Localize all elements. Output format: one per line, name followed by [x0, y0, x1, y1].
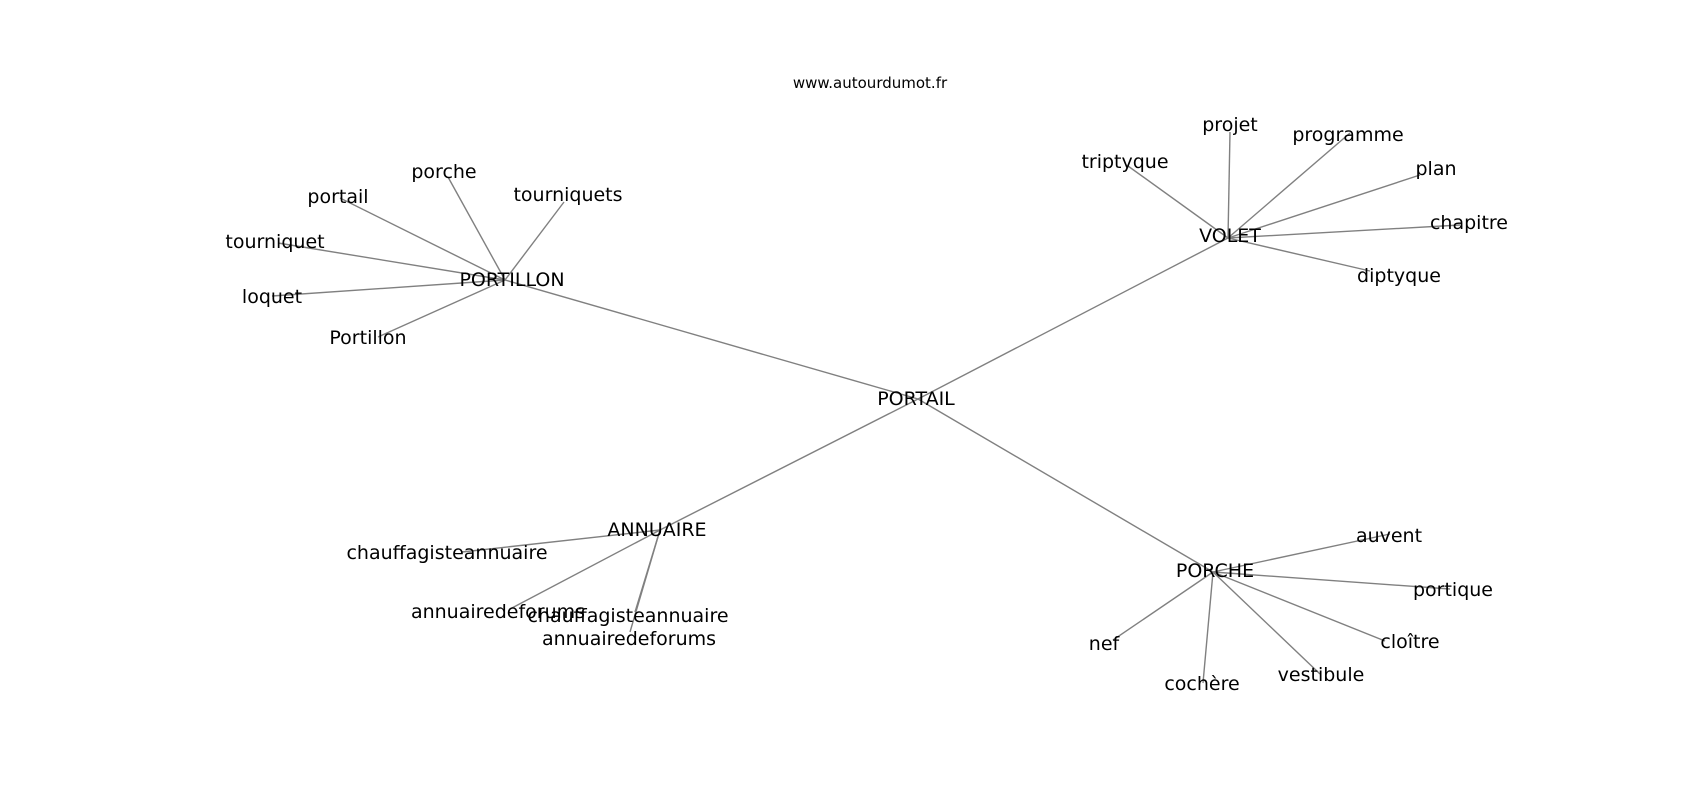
node-volet: VOLET [1199, 225, 1261, 247]
node-porche-portique: portique [1413, 579, 1493, 601]
node-porche-cochere: cochère [1164, 673, 1239, 695]
node-volet-chapitre: chapitre [1430, 212, 1508, 234]
edge-portail-porche [917, 398, 1214, 573]
edge-portillon-tourniquet [277, 242, 506, 281]
edge-volet-plan [1227, 174, 1421, 239]
edge-annuaire-chauffagiste-1 [461, 529, 661, 553]
node-porche-auvent: auvent [1356, 525, 1422, 547]
edge-portail-annuaire [659, 398, 919, 531]
node-annuaire-chauffagiste-2: chauffagisteannuaire [527, 605, 728, 627]
edge-porche-cochere [1202, 571, 1214, 684]
edge-portillon-tourniquets [504, 201, 565, 281]
edge-volet-programme [1227, 132, 1351, 239]
node-volet-plan: plan [1415, 158, 1456, 180]
edge-portillon-porche [447, 176, 506, 281]
edge-porche-auvent [1212, 533, 1391, 573]
node-annuaire: ANNUAIRE [607, 519, 706, 541]
node-annuaire-forums-1: annuairedeforums [411, 601, 585, 623]
edge-volet-projet [1227, 131, 1231, 239]
edge-portail-volet [917, 237, 1229, 400]
node-portillon-porche: porche [411, 161, 476, 183]
node-portillon-portail: portail [307, 186, 368, 208]
node-volet-triptyque: triptyque [1081, 151, 1168, 173]
edge-annuaire-forums-1 [509, 529, 661, 610]
node-volet-projet: projet [1202, 114, 1258, 136]
edge-porche-cloitre [1212, 571, 1386, 642]
node-portail: PORTAIL [877, 388, 955, 410]
node-portillon-portillon: Portillon [329, 327, 406, 349]
edge-volet-diptyque [1227, 237, 1371, 272]
edge-porche-vestibule [1212, 571, 1321, 675]
node-portillon-loquet: loquet [242, 286, 302, 308]
node-volet-programme: programme [1292, 124, 1403, 146]
edge-portail-portillon [504, 279, 919, 400]
edge-portillon-portail [339, 197, 506, 281]
node-portillon-tourniquet: tourniquet [225, 231, 324, 253]
node-porche-cloitre: cloître [1380, 631, 1439, 653]
edge-portillon-portillon [377, 279, 506, 338]
node-porche: PORCHE [1176, 560, 1254, 582]
edge-portillon-loquet [271, 279, 506, 297]
node-annuaire-chauffagiste-1: chauffagisteannuaire [346, 542, 547, 564]
node-volet-diptyque: diptyque [1357, 265, 1441, 287]
node-porche-vestibule: vestibule [1278, 664, 1365, 686]
edge-annuaire-forums-2 [629, 529, 661, 633]
node-portillon-tourniquets: tourniquets [513, 184, 622, 206]
node-annuaire-forums-2: annuairedeforums [542, 628, 716, 650]
edge-volet-triptyque [1127, 165, 1229, 239]
edge-porche-portique [1212, 571, 1451, 590]
site-url: www.autourdumot.fr [793, 74, 948, 92]
edge-porche-nef [1112, 571, 1214, 641]
node-portillon: PORTILLON [459, 269, 564, 291]
node-porche-nef: nef [1089, 633, 1121, 655]
edge-volet-chapitre [1227, 224, 1461, 239]
